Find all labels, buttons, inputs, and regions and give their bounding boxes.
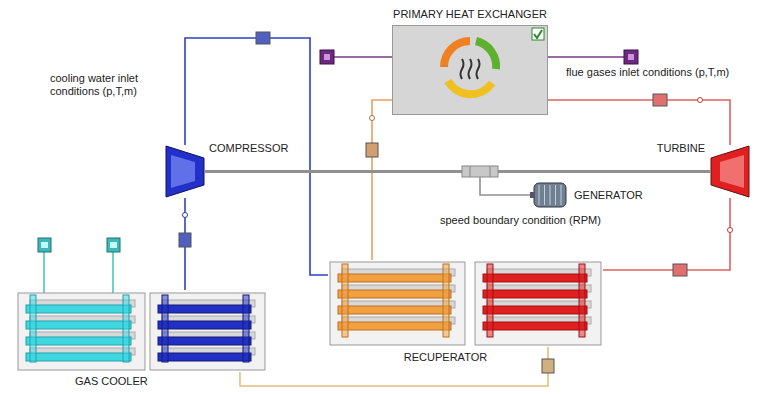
part-label: COMPRESSOR — [209, 142, 288, 155]
boundary-note: speed boundary condition (RPM) — [440, 214, 601, 227]
flow-pipe — [372, 100, 392, 260]
recuperator: RECUPERATOR — [328, 260, 603, 347]
generator-symbol: GENERATOR — [530, 180, 570, 210]
heat-exchanger-box: PRIMARY HEAT EXCHANGER — [392, 25, 548, 115]
flow-pipe — [603, 198, 730, 270]
compressor-symbol: COMPRESSOR — [165, 145, 205, 198]
part-label: PRIMARY HEAT EXCHANGER — [393, 8, 547, 21]
part-label: GAS COOLER — [75, 375, 148, 388]
boundary-note: cooling water inlet conditions (p,T,m) — [50, 72, 168, 98]
shape-outline — [710, 145, 750, 198]
flow-pipe — [185, 38, 328, 275]
part-label: TURBINE — [657, 142, 705, 155]
part-label: GENERATOR — [574, 189, 643, 202]
shape-outline — [392, 25, 548, 115]
boundary-note: flue gases inlet conditions (p,T,m) — [566, 66, 729, 79]
turbine-symbol: TURBINE — [710, 145, 750, 198]
flow-pipe — [548, 100, 730, 145]
shape-outline — [165, 145, 205, 198]
part-label: RECUPERATOR — [404, 351, 487, 364]
shape-outline — [530, 180, 570, 210]
flow-pipe — [240, 347, 548, 386]
gas-cooler: GAS COOLER — [15, 290, 268, 372]
